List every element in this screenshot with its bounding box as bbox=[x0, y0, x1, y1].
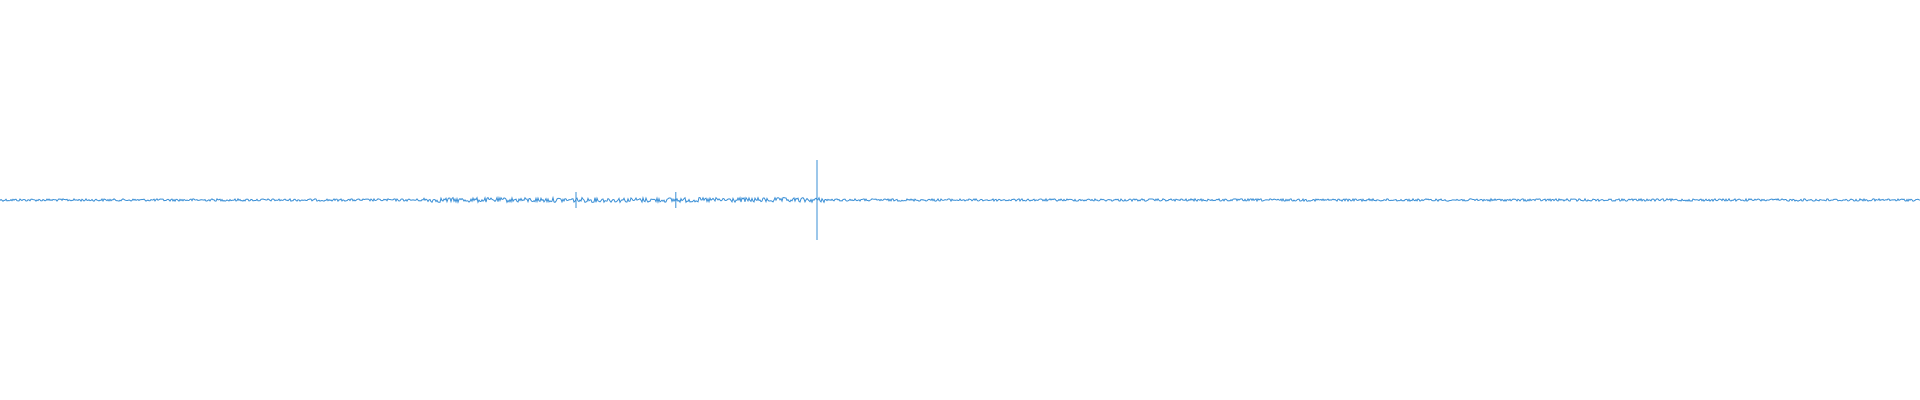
waveform-trace bbox=[0, 195, 1920, 204]
waveform-spikes bbox=[575, 160, 818, 240]
